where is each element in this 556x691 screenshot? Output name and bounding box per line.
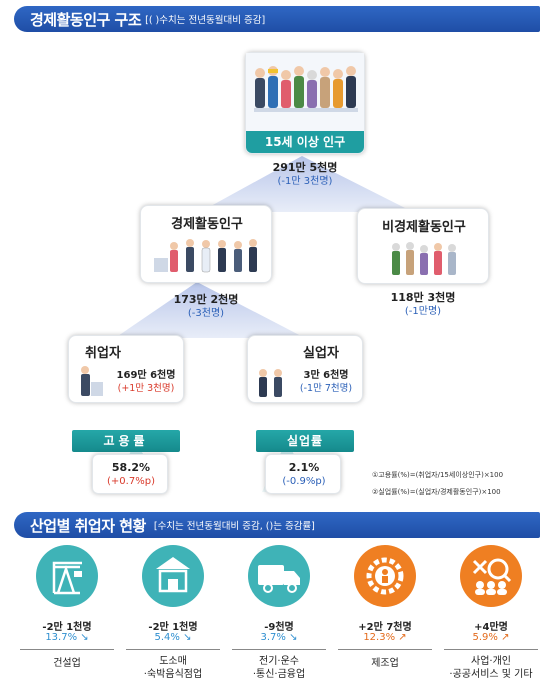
inactive-change: (-1만명): [404, 306, 442, 317]
population15-change: (-1만 3천명): [277, 176, 333, 187]
seniors-illustration: [392, 242, 456, 275]
connector-mid: [115, 282, 305, 338]
industry-manufacturing: +2만 7천명 12.3% ↗ 제조업: [332, 545, 438, 687]
industry-name-line2: ·숙박음식점업: [143, 669, 203, 680]
section1-banner: 경제활동인구 구조 [( )수치는 전년동월대비 증감]: [14, 6, 540, 32]
truck-icon: [258, 565, 300, 593]
industry-name: 건설업: [53, 658, 81, 669]
industry-rate: 5.4% ↘: [120, 632, 226, 643]
inactive-card: 비경제활동인구: [357, 208, 489, 284]
population15-card: 15세 이상 인구: [245, 52, 365, 154]
industry-icon-circle: [142, 545, 204, 607]
unemployed-change: (-1만 7천명): [299, 383, 353, 394]
trend-down-icon: ↘: [80, 632, 89, 643]
industry-name-line2: ·통신·금융업: [252, 669, 306, 680]
section1-subtitle: [( )수치는 전년동월대비 증감]: [145, 15, 266, 26]
trend-down-icon: ↘: [183, 632, 192, 643]
industry-change: -2만 1천명: [42, 622, 92, 633]
industry-name: 사업·개인: [471, 656, 511, 667]
active-label: 경제활동인구: [171, 217, 243, 232]
industry-name: 제조업: [371, 658, 399, 669]
note-employment-rate: ①고용률(%)=(취업자/15세이상인구)×100: [372, 471, 504, 479]
inactive-value: 118만 3천명: [390, 291, 456, 304]
store-awning-icon: [156, 557, 190, 593]
construction-crane-icon: [52, 561, 82, 595]
worker-at-desk-icon: [81, 366, 103, 396]
unemployed-value: 3만 6천명: [303, 370, 349, 381]
people-service-icon: [472, 558, 512, 595]
people-icon: [254, 66, 358, 112]
industry-divider: [232, 649, 326, 650]
industry-change: -9천명: [264, 622, 294, 633]
section2-subtitle: [수치는 전년동월대비 증감, ()는 증감률]: [153, 521, 315, 532]
industry-rate-value: 5.4%: [154, 632, 180, 643]
job-seekers-icon: [259, 369, 282, 397]
office-workers-illustration: [154, 239, 257, 273]
industry-retail: -2만 1천명 5.4% ↘ 도소매 ·숙박음식점업: [120, 545, 226, 687]
unemployed-label: 실업자: [303, 346, 339, 361]
connector-top: [200, 156, 413, 212]
crowd-illustration: [246, 53, 364, 131]
industry-icon-circle: [354, 545, 416, 607]
industries-row: -2만 1천명 13.7% ↘ 건설업 -2만 1천명 5.4% ↘ 도소매 ·…: [14, 545, 544, 687]
industry-icon-circle: [36, 545, 98, 607]
industry-name-line2: ·공공서비스 및 기타: [449, 669, 533, 680]
industry-services: +4만명 5.9% ↗ 사업·개인 ·공공서비스 및 기타: [438, 545, 544, 687]
industry-rate-value: 5.9%: [472, 632, 498, 643]
employed-label: 취업자: [85, 346, 121, 361]
employed-card: 취업자 169만 6천명 (+1만 3천명): [68, 335, 184, 403]
industry-rate: 5.9% ↗: [438, 632, 544, 643]
employment-rate-value: 58.2%: [111, 461, 151, 474]
trend-down-icon: ↘: [289, 632, 298, 643]
employment-rate-card: 58.2% (+0.7%p): [92, 454, 168, 494]
section2-title: 산업별 취업자 현황: [30, 516, 146, 535]
unemployment-rate-change: (-0.9%p): [282, 476, 326, 487]
section1-title: 경제활동인구 구조: [30, 10, 142, 29]
industry-change: +4만명: [474, 622, 508, 633]
industry-name: 전기·운수: [259, 656, 299, 667]
industry-icon-circle: [460, 545, 522, 607]
section2-banner: 산업별 취업자 현황 [수치는 전년동월대비 증감, ()는 증감률]: [14, 512, 540, 538]
unemployment-rate-card: 2.1% (-0.9%p): [265, 454, 341, 494]
industry-utilities: -9천명 3.7% ↘ 전기·운수 ·통신·금융업: [226, 545, 332, 687]
industry-rate: 3.7% ↘: [226, 632, 332, 643]
industry-rate: 13.7% ↘: [14, 632, 120, 643]
unemployment-rate-value: 2.1%: [288, 461, 320, 474]
industry-divider: [338, 649, 432, 650]
population15-value: 291만 5천명: [272, 161, 338, 174]
active-card: 경제활동인구: [140, 205, 272, 283]
employed-change: (+1만 3천명): [117, 383, 175, 394]
note-unemployment-rate: ②실업률(%)=(실업자/경제활동인구)×100: [372, 488, 501, 496]
inactive-label: 비경제활동인구: [382, 220, 466, 235]
trend-up-icon: ↗: [501, 632, 510, 643]
industry-change: +2만 7천명: [358, 622, 412, 633]
industry-name: 도소매: [159, 656, 187, 667]
industry-construction: -2만 1천명 13.7% ↘ 건설업: [14, 545, 120, 687]
active-change: (-3천명): [187, 308, 225, 319]
industry-divider: [126, 649, 220, 650]
employed-value: 169만 6천명: [116, 370, 176, 381]
industry-rate: 12.3% ↗: [332, 632, 438, 643]
industry-rate-value: 3.7%: [260, 632, 286, 643]
unemployed-card: 실업자 3만 6천명 (-1만 7천명): [247, 335, 363, 403]
employment-rate-change: (+0.7%p): [107, 476, 155, 487]
industry-icon-circle: [248, 545, 310, 607]
factory-gear-icon: [366, 557, 404, 595]
industry-rate-value: 12.3%: [363, 632, 396, 643]
industry-divider: [20, 649, 114, 650]
active-value: 173만 2천명: [173, 293, 239, 306]
employment-rate-label: 고용률: [72, 430, 180, 452]
population15-label: 15세 이상 인구: [246, 131, 364, 153]
trend-up-icon: ↗: [398, 632, 407, 643]
unemployment-rate-label: 실업률: [256, 430, 354, 452]
industry-rate-value: 13.7%: [45, 632, 78, 643]
industry-divider: [444, 649, 538, 650]
industry-change: -2만 1천명: [148, 622, 198, 633]
